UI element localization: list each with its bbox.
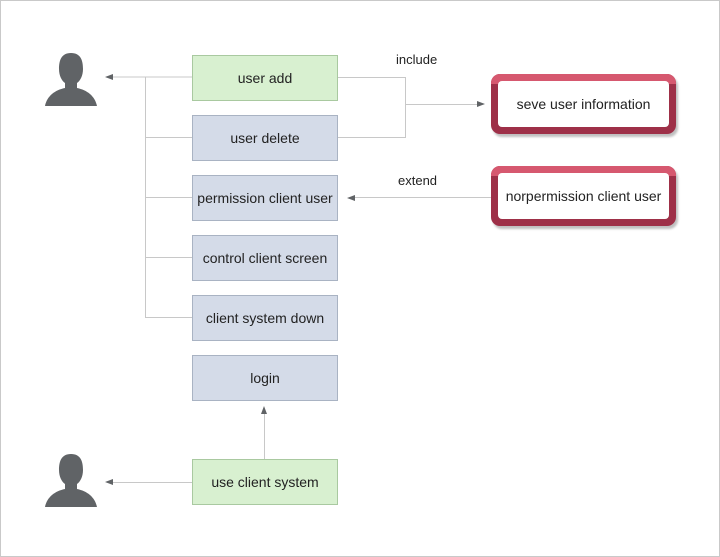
arrowhead [105,74,113,80]
use-case-login[interactable]: login [192,355,338,401]
extend-label: extend [398,173,438,188]
arrowhead [105,479,113,485]
include-label: include [396,52,438,67]
administrator-actor [45,52,97,111]
callout-band [491,166,676,176]
arrowhead [347,195,355,201]
callout-band [491,74,676,84]
external-norpermission-client-user[interactable]: norpermission client user [491,166,676,226]
use-case-control-client-screen[interactable]: control client screen [192,235,338,281]
external-label: norpermission client user [498,173,669,219]
client-user-actor [45,453,97,512]
use-case-user-add[interactable]: user add [192,55,338,101]
use-case-use-client-system[interactable]: use client system [192,459,338,505]
external-seve-user-information[interactable]: seve user information [491,74,676,134]
use-case-permission-client-user[interactable]: permission client user [192,175,338,221]
arrowhead [261,406,267,414]
external-label: seve user information [498,81,669,127]
use-case-user-delete[interactable]: user delete [192,115,338,161]
person-icon [45,454,97,507]
person-icon [45,53,97,106]
arrowhead [477,101,485,107]
use-case-client-system-down[interactable]: client system down [192,295,338,341]
